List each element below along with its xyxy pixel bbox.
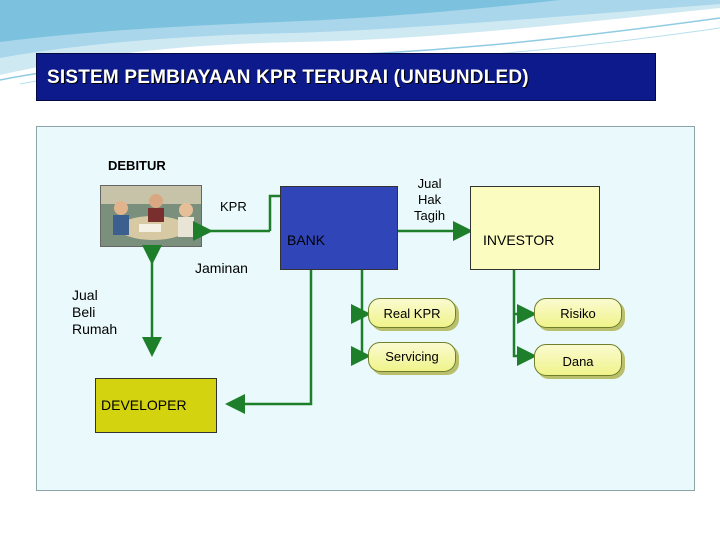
dana-pill: Dana xyxy=(534,344,622,376)
investor-label: INVESTOR xyxy=(483,232,555,248)
page-title: SISTEM PEMBIAYAAN KPR TERURAI (UNBUNDLED… xyxy=(47,67,529,88)
kpr-label: KPR xyxy=(220,199,247,214)
risiko-pill: Risiko xyxy=(534,298,622,328)
developer-label: DEVELOPER xyxy=(101,397,187,413)
debitur-label: DEBITUR xyxy=(108,158,166,173)
jual-hak-tagih-label: Jual Hak Tagih xyxy=(414,176,446,223)
jaminan-label: Jaminan xyxy=(195,260,248,276)
developer-box: DEVELOPER xyxy=(95,378,217,433)
real-kpr-pill: Real KPR xyxy=(368,298,456,328)
bank-label: BANK xyxy=(287,232,326,248)
servicing-pill: Servicing xyxy=(368,342,456,372)
title-bar: SISTEM PEMBIAYAAN KPR TERURAI (UNBUNDLED… xyxy=(36,53,656,101)
bank-box: BANK xyxy=(280,186,398,270)
debitur-photo xyxy=(100,185,202,247)
jual-beli-rumah-label: Jual Beli Rumah xyxy=(72,287,118,337)
investor-box: INVESTOR xyxy=(470,186,600,270)
